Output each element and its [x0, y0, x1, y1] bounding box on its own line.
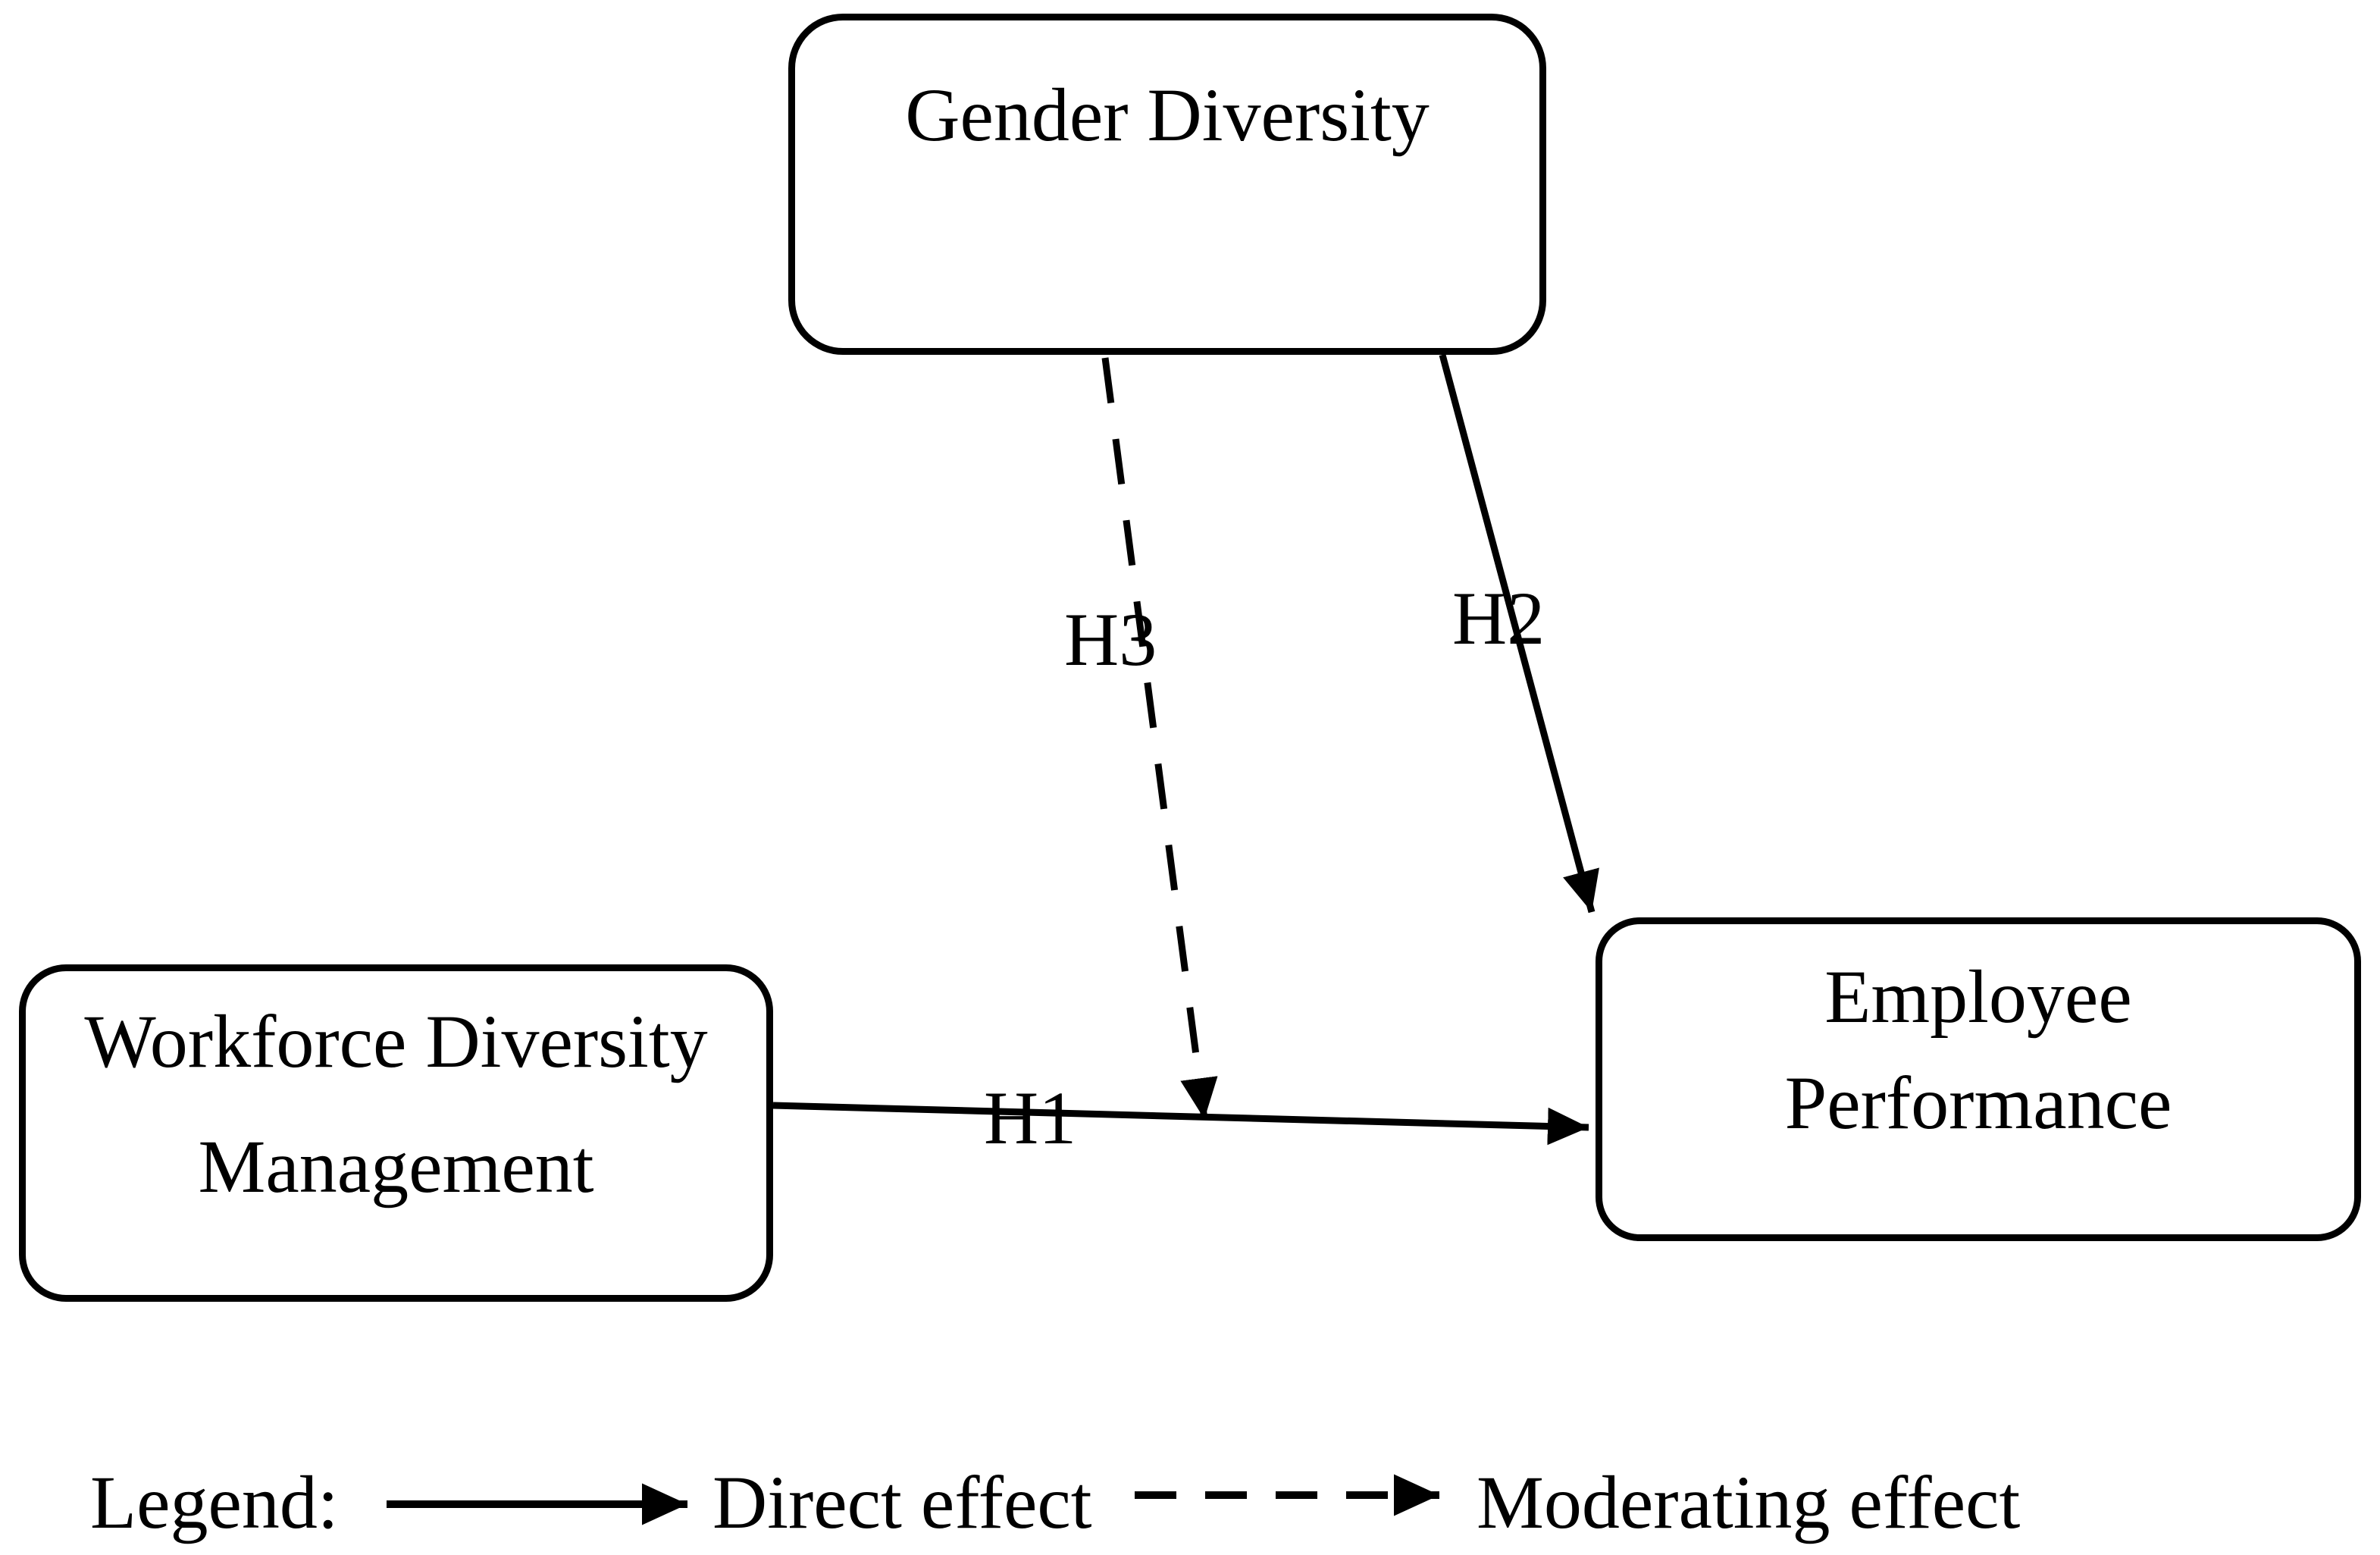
h2-hypothesis-label: H2 — [1452, 576, 1545, 660]
node-employee-label-line1: Employee — [1824, 955, 2132, 1039]
legend-direct-effect-label: Direct effect — [712, 1460, 1092, 1544]
node-employee-label-line2: Performance — [1784, 1061, 2172, 1145]
node-gender-diversity-label: Gender Diversity — [905, 73, 1430, 157]
h3-hypothesis-label: H3 — [1064, 597, 1157, 682]
node-employee-performance: Employee Performance — [1596, 917, 2361, 1241]
legend-moderating-effect-label: Moderating effect — [1477, 1460, 2021, 1544]
node-workforce-label-line1: Workforce Diversity — [84, 999, 708, 1083]
h2-direct-arrow — [1439, 353, 1599, 914]
legend-title: Legend: — [90, 1460, 339, 1544]
h3-moderating-arrow — [1101, 357, 1218, 1120]
h1-hypothesis-label: H1 — [984, 1076, 1077, 1160]
h1-direct-arrow — [772, 1102, 1589, 1146]
node-gender-diversity: Gender Diversity — [788, 14, 1546, 355]
node-workforce-diversity-management: Workforce Diversity Management — [19, 964, 773, 1302]
node-workforce-label-line2: Management — [198, 1124, 594, 1209]
